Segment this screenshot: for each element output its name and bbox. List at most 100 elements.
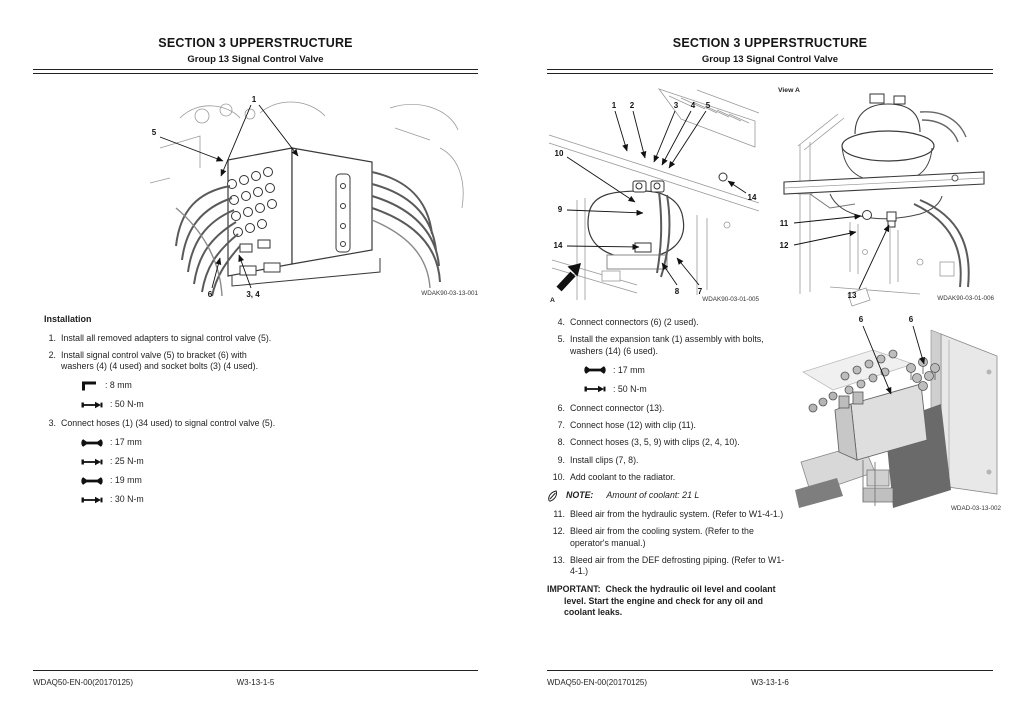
view-a-title: View A — [778, 87, 800, 94]
callout-6b: 6 — [909, 315, 914, 324]
header-rule — [547, 69, 993, 74]
note-label: NOTE: — [566, 490, 594, 501]
background-machinery — [149, 101, 464, 209]
step-number: 6. — [557, 402, 565, 413]
hoses-right — [371, 171, 441, 289]
doc-code: WDAQ50-EN-00(20170125) — [547, 678, 648, 687]
step-text: Connect connector (13). — [570, 402, 665, 413]
figure-callouts: 1 5 6 3, 4 — [152, 95, 299, 299]
step-text: Install the expansion tank (1) assembly … — [570, 334, 764, 356]
step-text: Connect connectors (6) (2 used). — [570, 317, 699, 327]
step-2: 2. Install signal control valve (5) to b… — [44, 350, 278, 373]
doc-code: WDAQ50-EN-00(20170125) — [33, 678, 134, 687]
step-3: 3. Connect hoses (1) (34 used) to signal… — [44, 418, 278, 429]
figure-expansion-tank: 1 2 3 4 5 10 9 14 14 8 7 — [547, 85, 762, 307]
step-number: 8. — [557, 437, 565, 448]
spec-text: : 8 mm — [105, 380, 132, 391]
right-footer: WDAQ50-EN-00(20170125) W3-13-1-6 — [547, 678, 993, 690]
page-number: W3-13-1-5 — [236, 678, 275, 687]
valve-block — [834, 383, 928, 506]
important-label: IMPORTANT: — [547, 584, 601, 595]
note: NOTE: Amount of coolant: 21 L — [547, 490, 790, 502]
header-rule — [33, 69, 478, 74]
callout-6a: 6 — [859, 315, 864, 324]
step-number: 3. — [48, 418, 56, 429]
figure-caption: WDAD-03-13-002 — [951, 505, 1002, 512]
procedure-text: 4. Connect connectors (6) (2 used). 5. I… — [547, 317, 790, 619]
page-number: W3-13-1-6 — [751, 678, 789, 687]
right-page-header: SECTION 3 UPPERSTRUCTURE Group 13 Signal… — [547, 36, 993, 65]
spec-text: : 30 N-m — [110, 494, 144, 505]
step-9: 9. Install clips (7, 8). — [547, 455, 790, 466]
figure-caption: WDAK90-03-01-005 — [702, 296, 759, 303]
important-notice: IMPORTANT: Check the hydraulic oil level… — [547, 584, 790, 618]
step-number: 1. — [48, 332, 56, 343]
callout-8: 8 — [675, 287, 680, 296]
callout-5: 5 — [152, 128, 157, 137]
machine-structure — [795, 329, 998, 508]
section-title: SECTION 3 UPPERSTRUCTURE — [672, 36, 868, 50]
figure-view-a: View A — [770, 82, 998, 310]
spec-torque: : 50 N-m — [584, 384, 790, 395]
step-number: 7. — [557, 420, 565, 430]
note-text: Amount of coolant: 21 L — [606, 490, 700, 501]
figure-caption: WDAK90-03-13-001 — [421, 290, 478, 297]
callout-7: 7 — [698, 287, 703, 296]
figure-caption: WDAK90-03-01-006 — [937, 295, 994, 302]
step-4: 4. Connect connectors (6) (2 used). — [547, 317, 790, 328]
step-text: Bleed air from the cooling system. (Refe… — [570, 526, 754, 548]
callout-14-left: 14 — [554, 241, 563, 250]
callout-13: 13 — [848, 291, 857, 300]
figure-valve-assembly: 6 6 WDAD-03-13-002 — [793, 312, 1005, 517]
view-a-diagram: View A — [778, 87, 994, 307]
step-number: 9. — [557, 454, 565, 465]
step-text: Bleed air from the DEF defrosting piping… — [570, 554, 785, 576]
step-number: 5. — [557, 334, 565, 345]
step-text: Connect hose (12) with clip (11). — [570, 420, 696, 430]
spec-torque: : 30 N-m — [81, 494, 278, 506]
frame-structure — [548, 88, 760, 300]
callout-1: 1 — [612, 101, 617, 110]
step-text: Add coolant to the radiator. — [570, 471, 676, 482]
spec-text: : 17 mm — [110, 437, 142, 448]
section-title: SECTION 3 UPPERSTRUCTURE — [158, 36, 353, 50]
step-7: 7. Connect hose (12) with clip (11). — [547, 420, 790, 431]
hoses-left — [175, 185, 241, 297]
callout-9: 9 — [558, 205, 563, 214]
step-6: 6. Connect connector (13). — [547, 403, 790, 414]
spec-wrench-size: : 19 mm — [81, 475, 278, 487]
expansion-tank — [587, 172, 728, 270]
spec-text: : 17 mm — [613, 364, 645, 375]
spec-text: : 50 N-m — [613, 383, 647, 394]
spec-text: : 19 mm — [110, 475, 142, 486]
callout-1: 1 — [252, 95, 257, 104]
step-text: Install signal control valve (5) to brac… — [61, 349, 259, 372]
torque-wrench-icon — [584, 386, 606, 393]
spec-hex-key-size: : 8 mm — [81, 380, 278, 391]
callout-6: 6 — [208, 290, 213, 299]
spec-text: : 50 N-m — [110, 399, 144, 410]
step-13: 13. Bleed air from the DEF defrosting pi… — [547, 555, 790, 578]
callout-3-4: 3, 4 — [246, 290, 260, 299]
callout-5: 5 — [706, 101, 711, 110]
step-text: Connect hoses (1) (34 used) to signal co… — [61, 418, 276, 429]
torque-wrench-icon — [81, 401, 103, 408]
step-text: Install clips (7, 8). — [570, 454, 639, 465]
step-10: 10. Add coolant to the radiator. — [547, 472, 790, 483]
view-direction-arrow: A — [550, 263, 581, 304]
callout-2: 2 — [630, 101, 635, 110]
step-text: Connect hoses (3, 5, 9) with clips (2, 4… — [570, 437, 740, 448]
wrench-icon — [81, 439, 103, 447]
figure-callouts: 1 2 3 4 5 10 9 14 14 8 7 — [554, 101, 757, 296]
view-arrow-label: A — [550, 297, 555, 304]
expansion-tank-diagram: 1 2 3 4 5 10 9 14 14 8 7 — [548, 88, 760, 304]
step-5: 5. Install the expansion tank (1) assemb… — [547, 334, 790, 357]
callout-10: 10 — [555, 149, 564, 158]
step-number: 11. — [553, 509, 565, 519]
step-1: 1. Install all removed adapters to signa… — [44, 333, 278, 344]
torque-wrench-icon — [81, 496, 103, 504]
step-12: 12. Bleed air from the cooling system. (… — [547, 526, 790, 549]
spec-torque: : 50 N-m — [81, 399, 278, 410]
mounting-beam — [783, 171, 985, 228]
